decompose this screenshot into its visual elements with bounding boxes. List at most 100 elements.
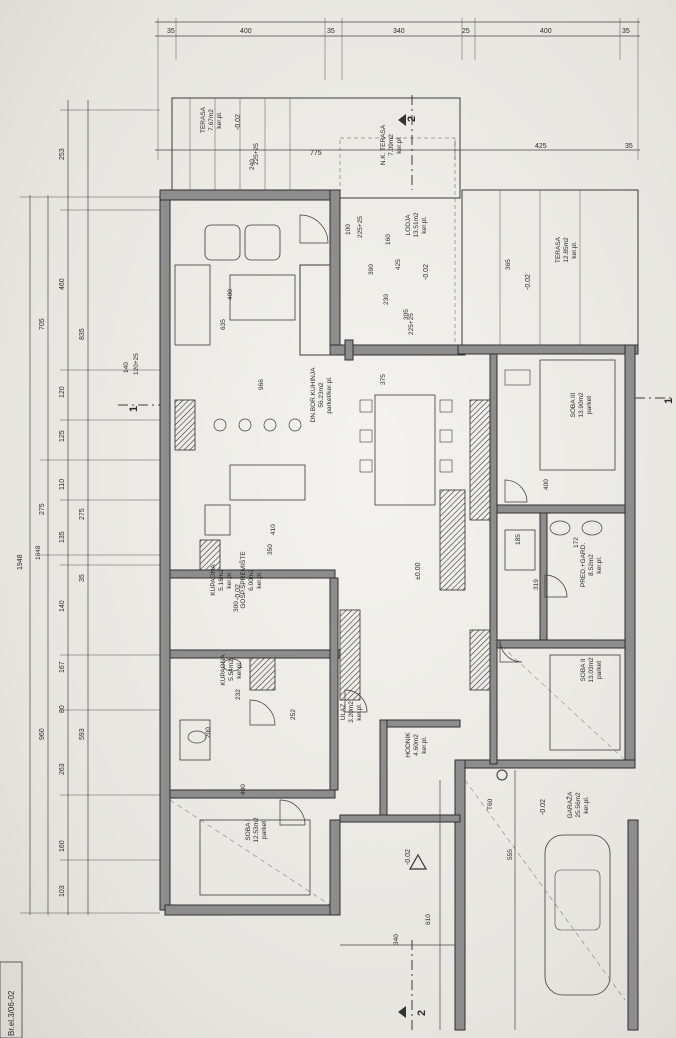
left-dim-inner-1: 253 xyxy=(59,148,66,160)
room-floor: ker.pl. xyxy=(571,241,578,259)
top-dim-row2-2: 425 xyxy=(535,143,547,150)
room-name: GARAŽA xyxy=(565,791,574,818)
interior-dimension: 400 xyxy=(240,784,247,795)
doors xyxy=(169,214,626,1001)
interior-dimension: 240 xyxy=(249,159,256,170)
sheet-ref-stamp: Br.el.3/06-02 xyxy=(0,961,23,1038)
top-dim-2: 400 xyxy=(240,28,252,35)
level-label: ±0.00 xyxy=(415,562,422,580)
room-name: SOBA I xyxy=(245,819,252,841)
top-dim-row2-3: 35 xyxy=(625,143,633,150)
interior-dimension: 375 xyxy=(380,374,387,385)
interior-dimension: 100 xyxy=(345,224,352,235)
room-name: HODNIK xyxy=(405,732,412,758)
room-floor: parket xyxy=(596,661,603,679)
room-name: ULAZ xyxy=(340,704,347,721)
furniture xyxy=(174,224,621,996)
top-dim-4: 340 xyxy=(393,28,405,35)
top-dim-5: 25 xyxy=(462,28,470,35)
interior-dimension: 555 xyxy=(507,849,514,860)
section-mark-left: 1 xyxy=(128,406,140,412)
room-floor: ker.pl. xyxy=(421,736,428,754)
interior-dimension: 319 xyxy=(533,579,540,590)
room-area: 25.56m2 xyxy=(575,792,582,818)
room-floor: parket xyxy=(261,821,268,839)
room-area: 56.23m2 xyxy=(318,382,325,408)
interior-dimension: 966 xyxy=(258,379,265,390)
left-dim-inner-11: 167 xyxy=(59,661,66,673)
left-dim-inner-5: 125 xyxy=(59,430,66,442)
exterior-walls xyxy=(159,189,639,1031)
interior-dimension: 300 xyxy=(233,601,240,612)
interior-dimension: 610 xyxy=(425,914,432,925)
interior-dimension: 225+25 xyxy=(408,313,415,335)
room-area: 8.52m2 xyxy=(588,554,595,576)
entrance-triangle-icon xyxy=(408,853,428,870)
section-mark-top: 2 xyxy=(406,116,418,122)
room-name: DN.BOR.KUHINJA xyxy=(310,367,317,423)
room-name: KUPAONA xyxy=(210,564,217,596)
entrance-marker xyxy=(340,769,516,1030)
left-dim-inner-10: 140 xyxy=(59,600,66,612)
left-dim-inner-14: 160 xyxy=(59,840,66,852)
room-area: 5.16m2 xyxy=(218,569,225,591)
left-dim-mid-1: 705 xyxy=(39,318,46,330)
interior-dimension: 400 xyxy=(227,289,234,300)
room-floor: ker.pl. xyxy=(396,136,403,154)
top-dim-row2-1: 775 xyxy=(310,150,322,157)
interior-dimension: 120+25 xyxy=(133,353,140,375)
right-dim-1: 835 xyxy=(79,328,86,340)
room-floor: ker.pl. xyxy=(256,571,263,589)
room-name: GOSP.SPREMIŠTE xyxy=(238,551,247,609)
left-dim-inner-8: 135 xyxy=(59,531,66,543)
level-labels: -0.02-0.02-0.02-0.02±0.00-0.02-0.02 xyxy=(235,114,547,865)
room-area: 3.20m2 xyxy=(348,701,355,723)
right-dim-4: 593 xyxy=(79,728,86,740)
top-dim-1: 35 xyxy=(167,28,175,35)
room-area: 5.54m2 xyxy=(228,659,235,681)
section-arrow-icon xyxy=(398,114,406,126)
room-area: 4.60m2 xyxy=(413,734,420,756)
interior-dimension: 365 xyxy=(505,259,512,270)
level-label: -0.02 xyxy=(540,799,547,815)
interior-dimension: 225+25 xyxy=(357,216,364,238)
room-floor: ker.pl. xyxy=(356,703,363,721)
room-area: 13.90m2 xyxy=(578,392,585,418)
interior-dimension: 200 xyxy=(205,727,212,738)
interior-dimension: 390 xyxy=(368,264,375,275)
interior-dimension: 400 xyxy=(543,479,550,490)
section-arrow-icon xyxy=(398,1006,406,1018)
interior-walls xyxy=(169,264,636,823)
left-dim-inner-7: 110 xyxy=(59,479,66,490)
interior-dimension: 340 xyxy=(393,934,400,945)
level-marker-icon xyxy=(496,769,508,781)
room-area: 6.00m2 xyxy=(248,569,255,591)
room-name: PRED.+GARD. xyxy=(580,543,587,587)
room-floor: parket xyxy=(586,396,593,414)
left-dim-mid-2: 275 xyxy=(39,503,46,515)
top-dim-7: 35 xyxy=(622,28,630,35)
room-name: LODJA xyxy=(405,214,412,236)
level-label: -0.02 xyxy=(525,274,532,290)
top-dim-6: 400 xyxy=(540,28,552,35)
room-floor: ker.pl. xyxy=(226,571,233,589)
room-floor: ker.pl. xyxy=(596,556,603,574)
left-dim-inner-12: 80 xyxy=(59,705,66,713)
room-name: SOBA II xyxy=(580,658,587,681)
left-dim-inner-4: 120 xyxy=(59,386,66,398)
left-dim-mid-3: 960 xyxy=(39,728,46,740)
room-name: KUPAONA xyxy=(220,654,227,686)
